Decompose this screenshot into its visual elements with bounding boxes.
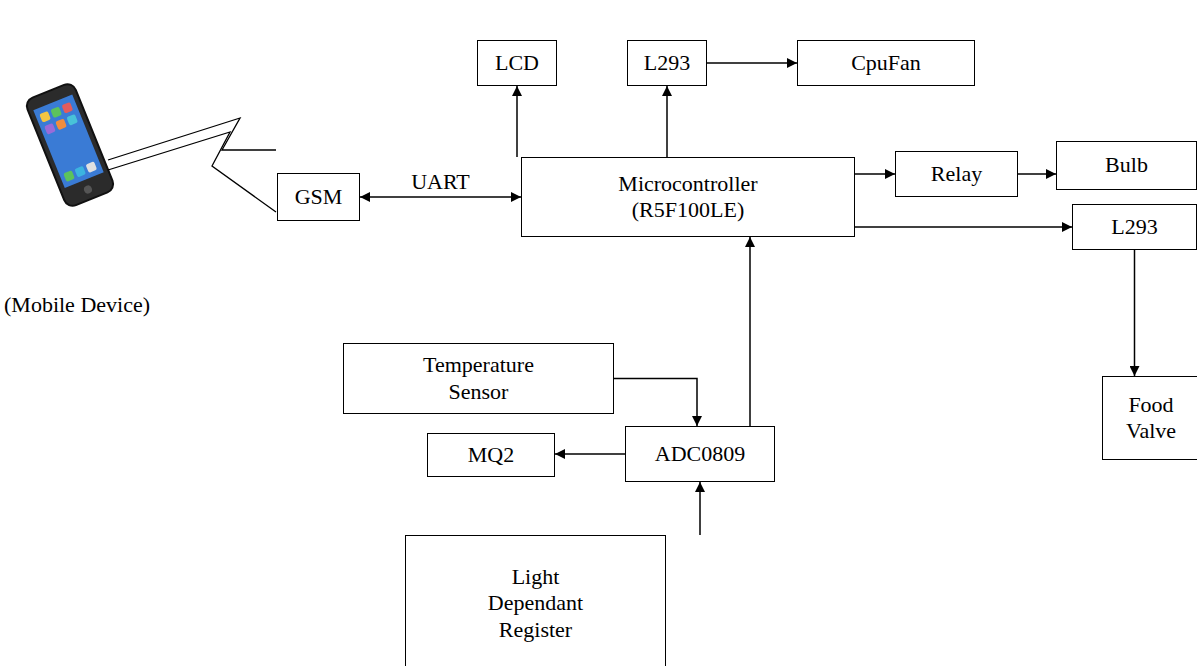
block-box: ADC0809 (625, 426, 775, 482)
signal-arrow (749, 237, 751, 426)
signal-arrow (855, 226, 1072, 228)
block-box: L293 (1072, 204, 1197, 250)
signal-arrow (555, 453, 625, 455)
block-label: L293 (644, 50, 690, 76)
wireless-zigzag (108, 118, 276, 160)
block-label: LCD (495, 50, 539, 76)
block-label: ADC0809 (655, 441, 745, 467)
signal-arrow (1018, 173, 1056, 175)
device-caption: (Mobile Device) (4, 292, 150, 318)
block-label: MQ2 (468, 442, 514, 468)
signal-arrow (360, 196, 521, 198)
block-label: Temperature Sensor (409, 352, 549, 405)
block-box: LCD (477, 40, 557, 86)
signal-arrow (1134, 250, 1136, 376)
block-box: Food Valve (1102, 376, 1197, 460)
block-box: MQ2 (427, 433, 555, 477)
block-box: Bulb (1056, 141, 1197, 190)
block-label: Food Valve (1111, 392, 1191, 445)
signal-arrow (516, 86, 518, 157)
wireless-zigzag (108, 132, 276, 212)
phone-icon (24, 81, 116, 208)
block-box: Temperature Sensor (343, 343, 614, 414)
block-box: Microcontroller (R5F100LE) (521, 157, 855, 237)
block-label: Bulb (1105, 152, 1148, 178)
block-box: Relay (895, 151, 1018, 197)
block-label: Relay (931, 161, 982, 187)
signal-arrow (699, 482, 701, 535)
block-label: CpuFan (851, 50, 921, 76)
signal-arrow (614, 379, 697, 427)
signal-arrow (666, 86, 668, 157)
signal-arrow (855, 173, 895, 175)
bus-label: UART (411, 169, 470, 195)
block-label: L293 (1111, 214, 1157, 240)
block-box: L293 (627, 40, 707, 86)
block-box: CpuFan (797, 40, 975, 86)
block-label: Microcontroller (R5F100LE) (583, 171, 793, 224)
block-box: GSM (277, 173, 360, 221)
signal-arrow (707, 62, 797, 64)
block-box: Light Dependant Register (405, 535, 666, 666)
block-label: Light Dependant Register (476, 564, 596, 643)
block-label: GSM (295, 184, 343, 210)
